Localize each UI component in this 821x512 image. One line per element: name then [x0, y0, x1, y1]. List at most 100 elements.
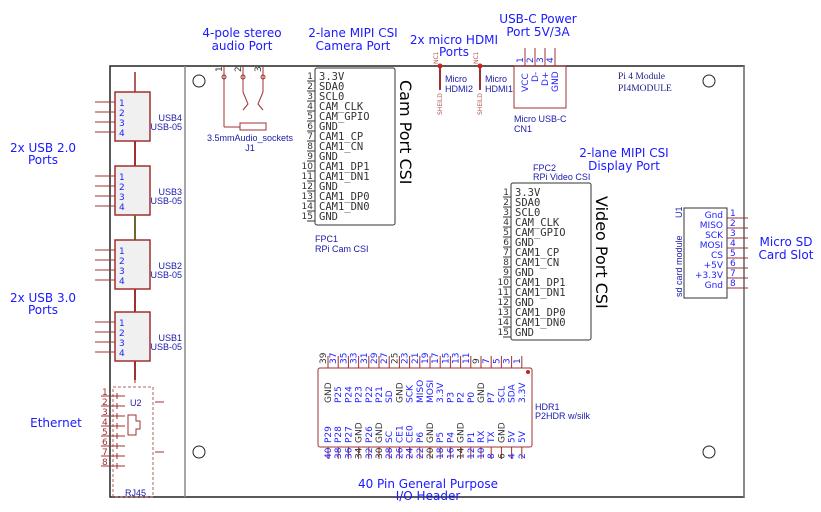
fpc-pin-number: 9	[503, 268, 509, 278]
fpc-pin-name: CAM1_DP0	[515, 307, 566, 319]
label: Micro	[445, 74, 467, 84]
usb-part: USB-05	[150, 342, 182, 352]
fpc-pin-name: CAM1_DN1	[515, 287, 566, 299]
gpio-bottom-pin-name: P27	[344, 426, 354, 443]
label: NC1	[433, 51, 440, 64]
gpio-top-pin-number: 35	[339, 353, 349, 364]
label: Ports	[28, 303, 58, 317]
schematic-g: 1234USB4USB-051234USB3USB-051234USB2USB-…	[95, 72, 182, 380]
fpc-pin-name: GND	[515, 237, 534, 249]
label: 2x USB 3.0	[10, 291, 76, 305]
gpio-top-pin-name: SCK	[406, 384, 416, 403]
video-ref: FPC2	[533, 163, 556, 173]
gpio-bottom-pin-number: 20	[426, 447, 436, 459]
video-port-label: Video Port CSI	[592, 196, 611, 309]
gpio-top-pin-name: P23	[355, 386, 365, 403]
annotation-usb3: 2x USB 3.0 Ports	[10, 291, 76, 317]
gpio-bottom-pin-number: 38	[334, 447, 344, 459]
label: 3	[119, 267, 125, 277]
label: VCC	[521, 73, 531, 92]
gpio-top-pin-number: 13	[452, 353, 462, 364]
gpio-bottom-pin-number: 4	[508, 453, 518, 459]
usb-part: USB-05	[150, 270, 182, 280]
fpc-pin-name: CAM_CLK	[319, 101, 364, 113]
label: audio Port	[212, 39, 273, 53]
schematic-rect	[510, 182, 592, 341]
gpio-top-pin-number: 1	[513, 358, 523, 364]
fpc-pin-name: SDA0	[319, 81, 344, 93]
rj45-pin-number: 7	[102, 448, 108, 458]
fpc-pin-name: SCL0	[319, 91, 344, 103]
usb-ref: USB1	[158, 333, 182, 343]
fpc-pin-number: 4	[307, 102, 313, 112]
gpio-bottom-pin-number: 32	[365, 448, 375, 459]
gpio-top-pin-number: 33	[350, 353, 360, 364]
mounting-hole-tr	[702, 74, 716, 88]
gpio-top-pin-number: 25	[390, 353, 400, 364]
cam-ref: FPC1	[315, 234, 338, 244]
label: 3	[536, 57, 546, 63]
fpc-pin-number: 6	[307, 122, 313, 132]
label: 4-pole stereo	[202, 26, 281, 40]
fpc-pin-number: 12	[302, 182, 313, 192]
fpc-pin-name: CAM_GPIO	[515, 227, 566, 239]
gpio-bottom-pin-number: 6	[497, 453, 507, 459]
schematic-path	[127, 414, 141, 436]
gpio-bottom-pin-name: GND	[457, 422, 467, 443]
label: D+	[541, 72, 551, 86]
fpc-pin-name: CAM1_DP0	[319, 191, 370, 203]
schematic-circle	[526, 370, 530, 374]
label: 1	[119, 173, 125, 183]
sd-pin-name: SCK	[705, 231, 724, 241]
label: CN1	[514, 124, 532, 134]
gpio-bottom-pin-name: GND	[497, 422, 507, 443]
fpc-pin-name: CAM_CLK	[515, 217, 560, 229]
sd-pin-name: +5V	[704, 261, 724, 271]
gpio-bottom-pin-name: RX	[477, 431, 487, 443]
fpc-pin-number: 8	[307, 142, 313, 152]
label: Micro USB-C	[514, 114, 567, 124]
sd-pin-name: +3.3V	[695, 271, 724, 281]
label: 2-lane MIPI CSI	[579, 146, 668, 160]
gpio-bottom-pin-name: TX	[487, 431, 497, 444]
fpc-pin-name: CAM1_CP	[319, 131, 363, 143]
gpio-bottom-pin-name: CE0	[406, 425, 416, 443]
label: HDMI1	[485, 84, 513, 94]
gpio-bottom-pin-name: GND	[426, 422, 436, 443]
fpc-pin-number: 12	[498, 298, 509, 308]
gpio-top-pin-name: P25	[334, 386, 344, 403]
fpc-pin-name: GND	[515, 267, 534, 279]
fpc-pin-number: 11	[498, 288, 509, 298]
label: Micro	[485, 74, 507, 84]
label: I/O Header	[396, 489, 461, 503]
label: 4	[119, 277, 125, 287]
gpio-top-pin-name: SCL	[497, 386, 507, 403]
gpio-header: 39GND37P2535P2433P2331P2229P2127SD25GND2…	[317, 352, 591, 459]
label: Camera Port	[316, 39, 391, 53]
annotation-hdmi: 2x micro HDMI Ports	[410, 33, 498, 59]
rj45-pin-number: 5	[102, 428, 108, 438]
fpc-pin-name: GND	[319, 151, 338, 163]
usb-ref: USB4	[158, 113, 182, 123]
gpio-bottom-pin-name: P26	[365, 426, 375, 443]
gpio-top-pin-name: 3.3V	[518, 382, 528, 403]
label: 3	[119, 193, 125, 203]
gpio-top-pin-number: 23	[401, 353, 411, 364]
gpio-bottom-pin-number: 22	[416, 448, 426, 459]
label: 2x micro HDMI	[410, 33, 498, 47]
fpc-pin-number: 3	[503, 208, 509, 218]
gpio-top-pin-number: 5	[492, 358, 502, 364]
fpc-pin-name: SDA0	[515, 197, 540, 209]
label: 1	[119, 99, 125, 109]
schematic-rect	[114, 91, 151, 142]
annotation-camera: 2-lane MIPI CSI Camera Port	[308, 26, 397, 53]
schematic-rect	[114, 239, 151, 290]
fpc-pin-number: 14	[498, 318, 510, 328]
audio-jack-ref: J1	[245, 143, 255, 153]
usb-ref: USB2	[158, 261, 182, 271]
fpc-pin-number: 11	[302, 172, 313, 182]
gpio-bottom-pin-name: P1	[467, 432, 477, 443]
label: sd card module	[674, 235, 684, 297]
fpc-pin-name: CAM1_DP1	[515, 277, 566, 289]
